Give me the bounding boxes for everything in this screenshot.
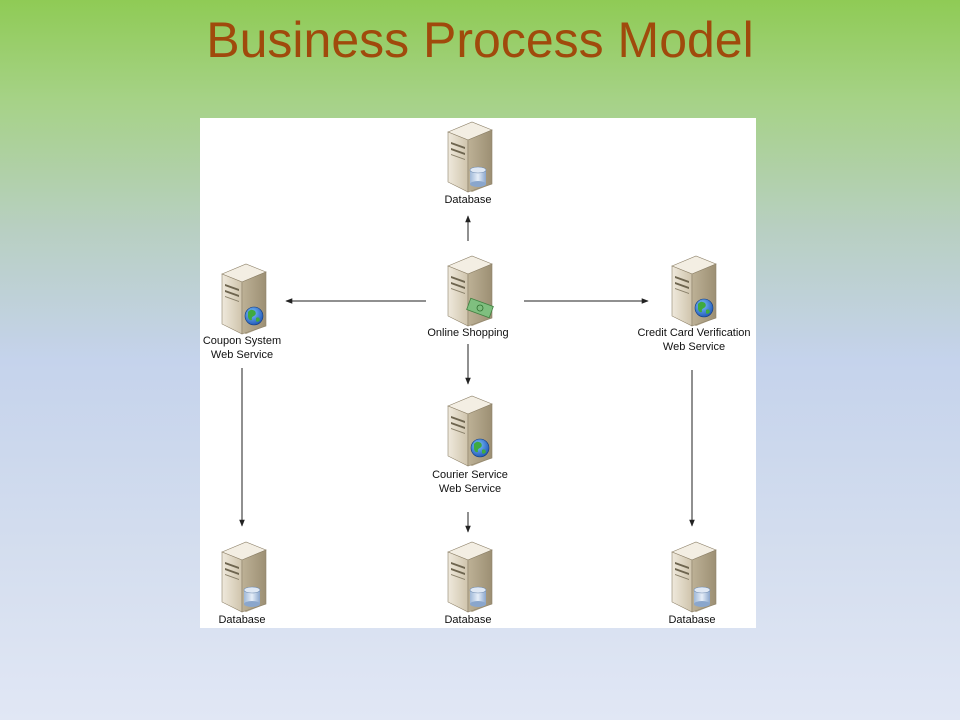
server-database-icon [438,538,498,614]
node-label-coupon-system: Coupon System Web Service [162,334,322,362]
slide-title: Business Process Model [206,12,754,68]
node-label-line: Courier Service [432,469,508,481]
server-database-icon [662,538,722,614]
node-label-line: Web Service [438,483,502,495]
server-globe-icon [662,252,722,328]
node-label-courier-service: Courier Service Web Service [390,468,550,496]
node-label-database-middle: Database [444,614,492,626]
server-money-icon [438,252,498,328]
server-globe-icon [212,260,272,336]
node-label-database-top: Database [444,194,492,206]
node-label-line: Coupon System [202,335,282,347]
node-label-line: Web Service [210,349,274,361]
server-database-icon [438,118,498,194]
node-label-line: Credit Card Verification [637,327,751,339]
server-globe-icon [438,392,498,468]
node-label-credit-card-verification: Credit Card Verification Web Service [614,326,774,354]
connector-layer [239,215,695,533]
node-label-online-shopping: Online Shopping [427,327,509,339]
server-database-icon [212,538,272,614]
diagram-canvas: Database Online Shopping Coupon System W… [200,118,756,628]
node-label-line: Web Service [662,341,726,353]
node-label-database-left: Database [218,614,266,626]
node-label-database-right: Database [668,614,716,626]
